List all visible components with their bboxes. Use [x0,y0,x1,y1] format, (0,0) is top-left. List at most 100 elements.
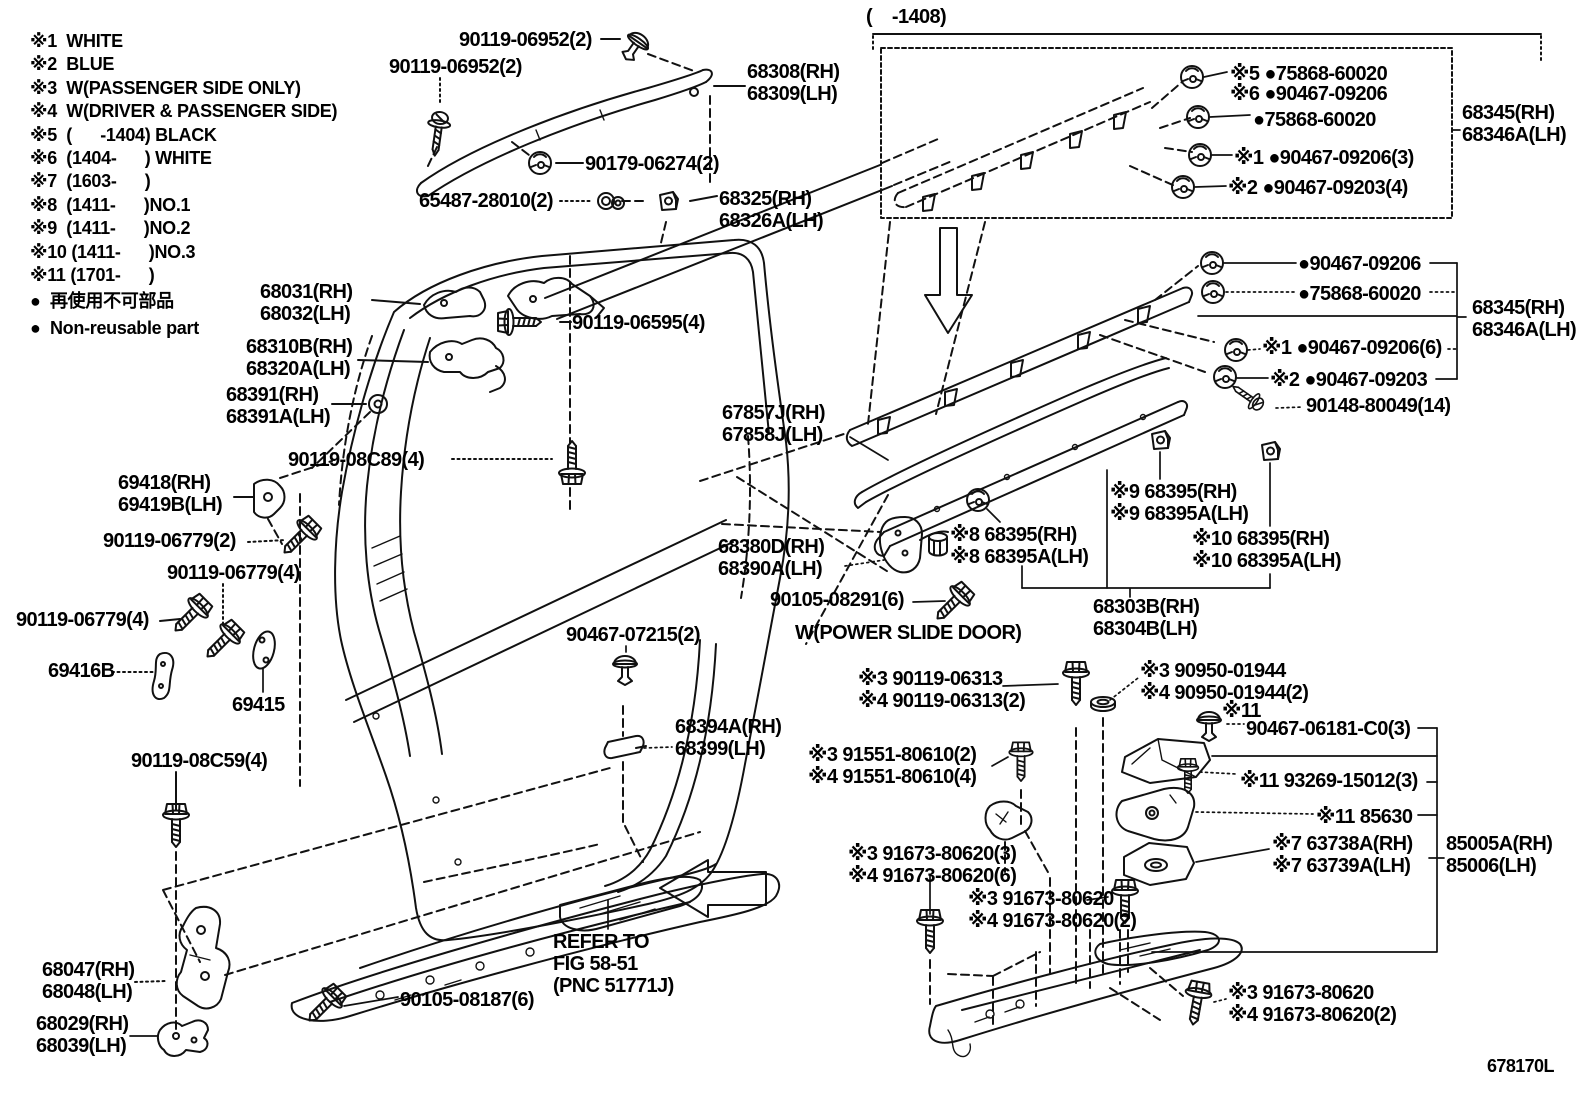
grommet-icon [1188,143,1212,167]
label-line: ※11 85630 [1316,806,1413,828]
label-line: 68380D(RH) [718,536,825,558]
legend-item: ※11 (1701- ) [30,265,155,286]
label-65487-28010: 65487-28010(2) [419,190,554,212]
label-line: 90467-07215(2) [566,624,701,646]
grommet-icon [1186,105,1210,129]
pushpin-icon [615,27,654,68]
legend-item: ※2 BLUE [30,54,115,75]
label-line: 68320A(LH) [246,358,351,380]
label-line: 68029(RH) [36,1013,129,1035]
label-line: 68391(RH) [226,384,319,406]
label-68395-x9: ※9 68395(RH)※9 68395A(LH) [1110,481,1249,525]
label-68345-68346A-b: 68345(RH)68346A(LH) [1472,297,1577,341]
label-line: 68394A(RH) [675,716,782,738]
label-line: ※4 90950-01944(2) [1140,682,1309,704]
label-line: ※3 91673-80620 [968,888,1114,910]
garnish-68308-drawing [415,68,713,198]
screw-icon [422,109,453,159]
label-91673-80620-c: ※3 91673-80620※4 91673-80620(2) [1228,982,1397,1026]
leader-lines-top [426,38,746,248]
label-line: 68308(RH) [747,61,840,83]
label-line: ※9 68395A(LH) [1110,503,1249,525]
label-line: ※6 ●90467-09206 [1230,83,1388,105]
label-variant-1408: ( -1408) [866,6,947,28]
grommet-icon [1200,251,1224,275]
label-line: 68031(RH) [260,281,353,303]
label-line: (PNC 51771J) [553,975,674,997]
grommet-icon [1213,365,1237,389]
grommet-icon [1224,338,1248,362]
label-line: 90105-08291(6) [770,589,905,611]
label-power-slide-door-note: W(POWER SLIDE DOOR) [795,622,1022,644]
label-68308-68309: 68308(RH)68309(LH) [747,61,840,105]
label-75868-60020-b: ●75868-60020 [1298,283,1421,305]
label-line: ※8 68395(RH) [950,524,1077,546]
label-line: 69418(RH) [118,472,211,494]
down-arrow [924,227,973,334]
label-75868-60020-x5: ※5 ●75868-60020 [1230,63,1388,85]
label-line: ※11 93269-15012(3) [1240,770,1418,792]
label-90119-06595: 90119-06595(4) [572,312,705,334]
label-line: 68326A(LH) [719,210,824,232]
label-line: 90119-06595(4) [572,312,705,334]
label-ref-x11: ※11 [1222,700,1261,722]
legend-note: ● Non-reusable part [30,317,199,338]
bolt-icon-08187 [299,979,351,1031]
label-90467-09203-x2a: ※2 ●90467-09203(4) [1228,177,1408,199]
legend-item: ※6 (1404- ) WHITE [30,148,212,169]
label-line: 68325(RH) [719,188,812,210]
belt-molding-68345-drawing [845,221,1467,447]
legend-item: ※8 (1411- )NO.1 [30,194,191,215]
label-69416B: 69416B [48,660,115,682]
hinge-68380D-drawing [844,430,1281,629]
label-90119-06779-4a: 90119-06779(4) [167,562,300,584]
legend-note: ● 再使用不可部品 [30,291,174,312]
label-68047-68048: 68047(RH)68048(LH) [42,959,135,1003]
label-69418-69419B: 69418(RH)69419B(LH) [118,472,223,516]
label-line: ※3 91673-80620 [1228,982,1374,1004]
label-90119-06952-b: 90119-06952(2) [389,56,522,78]
label-90467-09203-x2b: ※2 ●90467-09203 [1270,369,1428,391]
label-line: 90119-08C59(4) [131,750,268,772]
label-line: 68048(LH) [42,981,133,1003]
label-line: ●75868-60020 [1253,109,1376,131]
label-line: ※2 ●90467-09203(4) [1228,177,1408,199]
clip-68325-icon [659,191,679,211]
bracket-68047-drawing [175,905,231,1010]
label-line: 65487-28010(2) [419,190,554,212]
clip-68395-icon [1261,441,1281,461]
label-90105-08291: 90105-08291(6) [770,589,905,611]
label-68395-x10: ※10 68395(RH)※10 68395A(LH) [1192,528,1341,572]
label-line: ※4 90119-06313(2) [858,690,1026,712]
label-68031-68032: 68031(RH)68032(LH) [260,281,353,325]
pushpin-icon-06181 [1196,711,1222,742]
channel-retainer-drawing [699,357,1188,645]
label-90119-06313: ※3 90119-06313※4 90119-06313(2) [858,668,1026,712]
label-line: ※9 68395(RH) [1110,481,1237,503]
label-90105-08187: 90105-08187(6) [400,989,535,1011]
label-68394A-68399: 68394A(RH)68399(LH) [675,716,782,760]
variant-box [872,33,1542,219]
grommet-icon [1201,280,1225,304]
label-line: ※3 90950-01944 [1140,660,1286,682]
legend-item: ※3 W(PASSENGER SIDE ONLY) [30,77,301,98]
label-line: 90467-06181-C0(3) [1246,718,1411,740]
label-85630: ※11 85630 [1316,806,1413,828]
label-line: ※4 91673-80620(2) [968,910,1137,932]
label-line: 69415 [232,694,285,716]
retainer-rings-icon [597,192,625,210]
bolt-icon-06313 [1062,661,1090,706]
label-line: ※7 63739A(LH) [1272,855,1411,877]
label-line: 68390A(LH) [718,558,823,580]
legend: ※1 WHITE※2 BLUE※3 W(PASSENGER SIDE ONLY)… [30,30,338,340]
label-line: 67858J(LH) [722,424,823,446]
mounting-dashes-bottom-left [162,767,701,976]
label-line: ●90467-09206 [1298,253,1421,275]
label-line: ※10 68395A(LH) [1192,550,1341,572]
scuff-plate-center-drawing [290,863,781,1022]
label-line: REFER TO [553,931,650,953]
label-75868-60020-a: ●75868-60020 [1253,109,1376,131]
label-line: ( -1408) [866,6,947,28]
label-line: ※3 90119-06313 [858,668,1003,690]
label-line: 68032(LH) [260,303,351,325]
